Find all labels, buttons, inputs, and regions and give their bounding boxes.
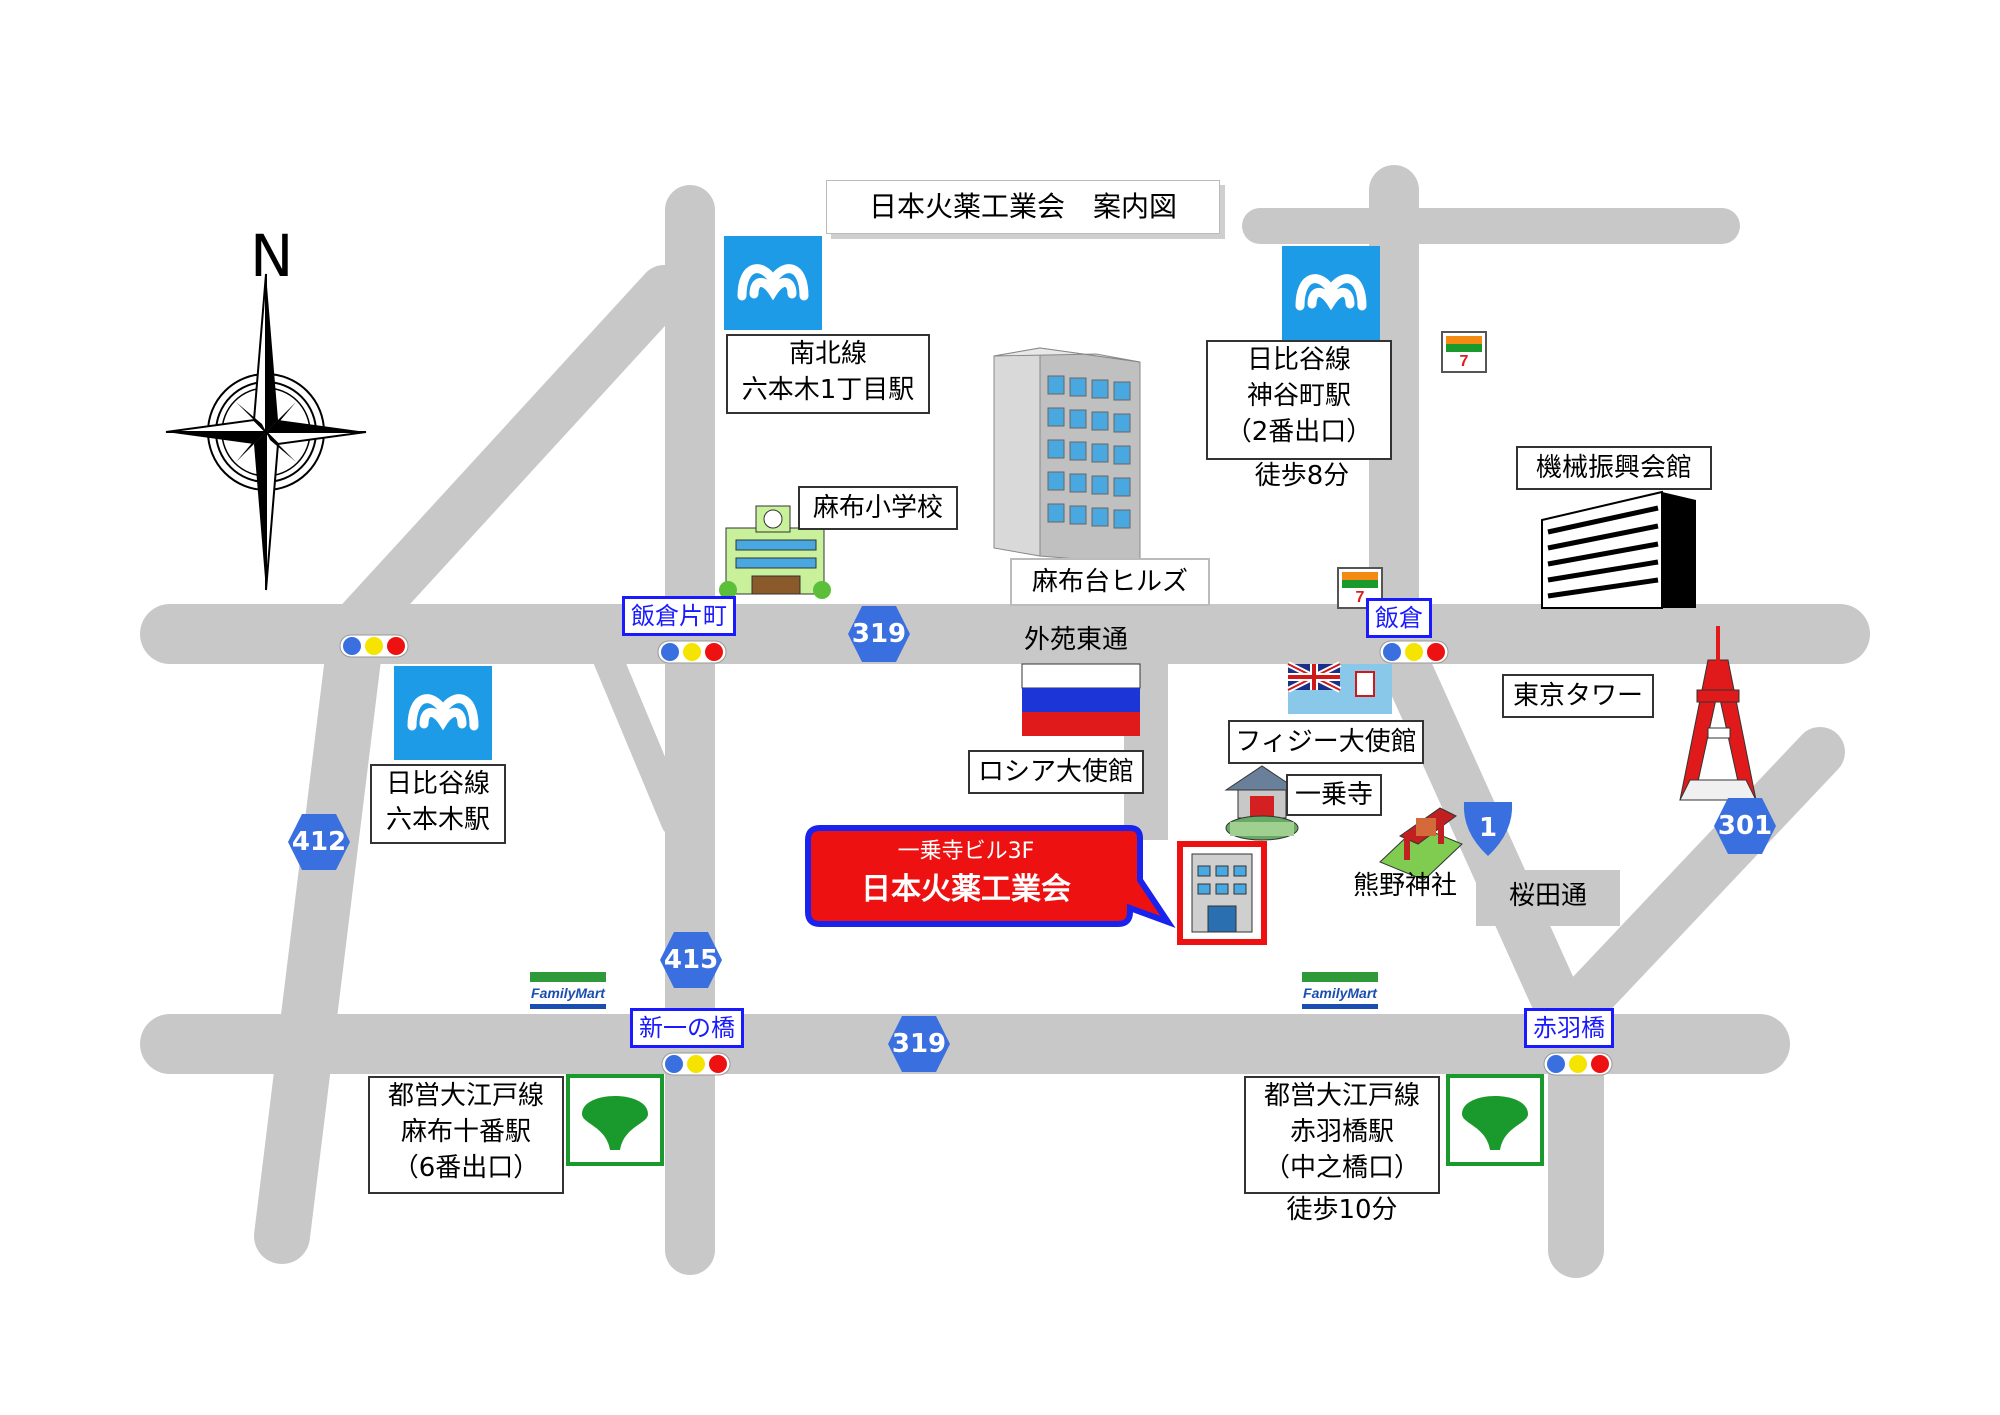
hexagon-shield-icon <box>1714 798 1776 854</box>
label-azabu-school: 麻布小学校 <box>798 486 958 530</box>
road-diag-northwest <box>331 265 689 651</box>
toei-subway-icon <box>566 1074 664 1166</box>
hexagon-shield-icon <box>848 606 910 662</box>
road-301 <box>1551 727 1845 1035</box>
route-1-shield: 1 <box>1458 798 1518 858</box>
crossing-iikura: 飯倉 <box>1366 598 1432 638</box>
kikai-shinko-building-icon <box>1541 490 1696 609</box>
route-301-shield: 301 <box>1712 796 1778 856</box>
callout-bubble <box>805 825 1176 928</box>
familymart-logo-text: FamilyMart <box>531 985 605 1001</box>
station-label-roppongi-itchome: 南北線 六本木1丁目駅 <box>726 334 930 414</box>
station-label-akabanebashi: 都営大江戸線 赤羽橋駅 （中之橋口） <box>1244 1076 1440 1194</box>
target-building-icon <box>1177 841 1267 945</box>
hexagon-shield-icon <box>288 814 350 870</box>
route-number: 415 <box>663 945 719 975</box>
station-label-kamiyacho: 日比谷線 神谷町駅 （2番出口） <box>1206 340 1392 460</box>
route-number: 319 <box>891 1029 947 1059</box>
hexagon-shield-icon <box>888 1016 950 1072</box>
tokyo-metro-icon <box>1282 246 1380 340</box>
compass-rose-icon <box>165 273 367 591</box>
toei-subway-icon <box>1446 1074 1544 1166</box>
crossing-shinichinohashi: 新一の橋 <box>630 1008 744 1048</box>
station-line: 日比谷線 <box>385 769 490 799</box>
station-name: 六本木駅 <box>385 805 490 835</box>
station-line: 都営大江戸線 <box>387 1081 544 1111</box>
route-number: 319 <box>851 619 907 649</box>
walk-time-kamiyacho: 徒歩8分 <box>1254 461 1350 491</box>
route-number: 412 <box>291 827 347 857</box>
traffic-light-icon <box>1543 1052 1613 1076</box>
label-fiji-embassy: フィジー大使館 <box>1228 720 1424 764</box>
road-outer-east-block <box>1066 610 1122 660</box>
target-organization-name: 日本火薬工業会 <box>861 872 1071 907</box>
station-name: 麻布十番駅 <box>400 1117 531 1147</box>
station-label-azabu-juban: 都営大江戸線 麻布十番駅 （6番出口） <box>368 1076 564 1194</box>
fiji-flag-icon <box>1286 661 1392 714</box>
map-title: 日本火薬工業会 案内図 <box>826 180 1220 234</box>
route-412-shield: 412 <box>286 812 352 872</box>
traffic-light-icon <box>1379 640 1449 664</box>
hexagon-shield-icon <box>660 932 722 988</box>
station-line: 日比谷線 <box>1246 345 1351 375</box>
svg-text:7: 7 <box>1460 353 1469 370</box>
traffic-light-icon <box>657 640 727 664</box>
route-number: 301 <box>1717 811 1773 841</box>
tokyo-tower-icon <box>1679 626 1757 801</box>
crossing-akabanebashi: 赤羽橋 <box>1524 1008 1614 1048</box>
station-exit: （6番出口） <box>392 1153 540 1183</box>
station-name: 六本木1丁目駅 <box>741 375 915 405</box>
label-tokyo-tower: 東京タワー <box>1502 674 1654 718</box>
tokyo-metro-icon <box>724 236 822 330</box>
route-319-top-shield: 319 <box>846 604 912 664</box>
label-ichijoji: 一乗寺 <box>1286 774 1382 816</box>
russia-flag-icon <box>1021 663 1141 736</box>
label-russia-embassy: ロシア大使館 <box>968 750 1144 794</box>
label-kumano-shrine: 熊野神社 <box>1352 871 1457 901</box>
station-line: 都営大江戸線 <box>1263 1081 1420 1111</box>
familymart-icon: FamilyMart <box>1302 972 1378 1009</box>
walk-time-akabanebashi: 徒歩10分 <box>1286 1195 1398 1225</box>
label-azabudai-hills: 麻布台ヒルズ <box>1010 558 1210 606</box>
seven-eleven-icon: 7 <box>1441 331 1487 373</box>
school-building-icon <box>719 505 831 599</box>
familymart-icon: FamilyMart <box>530 972 606 1009</box>
target-callout: 一乗寺ビル3F 日本火薬工業会 <box>796 826 1136 926</box>
traffic-light-icon <box>339 634 409 658</box>
label-sakurada-street: 桜田通 <box>1476 870 1620 926</box>
road-diag-center <box>585 625 691 837</box>
temple-icon <box>1224 765 1300 841</box>
azabudai-hills-building-icon <box>993 347 1141 565</box>
route-415-shield: 415 <box>658 930 724 990</box>
route-319-bottom-shield: 319 <box>886 1014 952 1074</box>
station-name: 神谷町駅 <box>1246 381 1351 411</box>
station-label-roppongi: 日比谷線 六本木駅 <box>370 764 506 844</box>
road-412 <box>254 606 384 1264</box>
route-number: 1 <box>1478 813 1498 843</box>
crossing-iikura-katamachi: 飯倉片町 <box>622 596 736 636</box>
station-name: 赤羽橋駅 <box>1289 1117 1394 1147</box>
svg-text:7: 7 <box>1356 589 1365 606</box>
shrine-icon <box>1379 807 1463 881</box>
traffic-light-icon <box>661 1052 731 1076</box>
compass-north-label: N <box>250 222 294 290</box>
familymart-logo-text: FamilyMart <box>1303 985 1377 1001</box>
station-line: 南北線 <box>788 339 867 369</box>
label-street-gaien-higashi: 外苑東通 <box>1023 625 1128 655</box>
station-exit: （中之橋口） <box>1263 1153 1420 1183</box>
label-kikai-shinko: 機械振興会館 <box>1516 446 1712 490</box>
national-route-shield-icon <box>1463 802 1513 856</box>
target-building-name: 一乗寺ビル3F <box>897 839 1035 864</box>
tokyo-metro-icon <box>394 666 492 760</box>
station-exit: （2番出口） <box>1225 417 1373 447</box>
